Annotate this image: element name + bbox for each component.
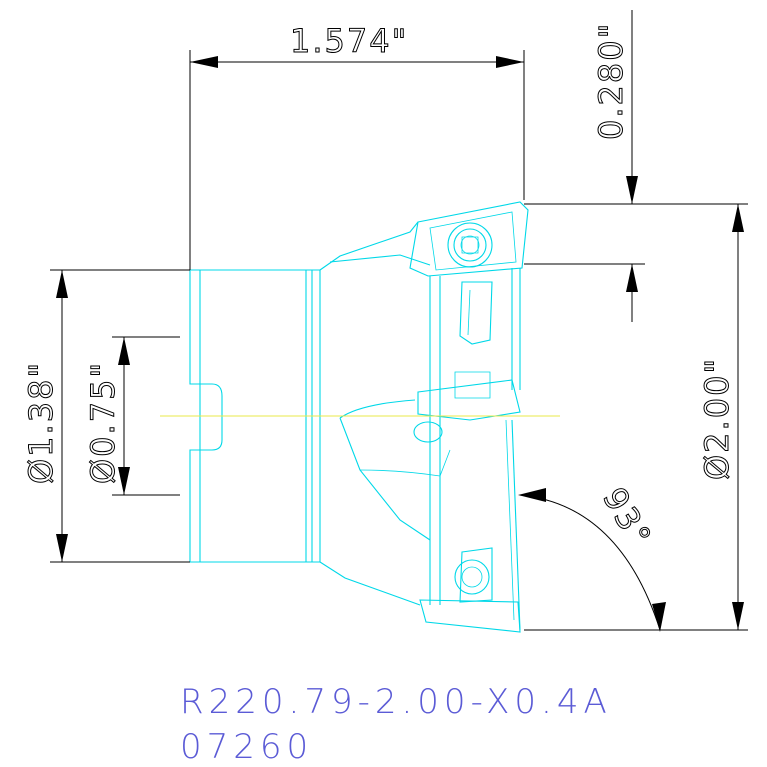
angle-value: 93° [595,481,659,554]
shank-diameter-dimension [50,269,190,563]
step-dimension [524,10,645,322]
item-code: 07260 [180,727,314,767]
cutting-diameter-dimension [524,203,748,631]
step-value: 0.280" [592,22,630,140]
bore-diameter-dimension [112,336,180,496]
cutting-diameter-value: Ø2.00" [698,357,736,480]
shank-diameter-value: Ø1.38" [22,361,60,484]
length-value: 1.574" [290,22,408,60]
cutter-outline [189,201,529,633]
length-dimension [189,50,525,270]
part-number: R220.79-2.00-X0.4A [180,682,612,722]
angle-dimension [518,488,666,632]
bore-diameter-value: Ø0.75" [84,361,122,484]
